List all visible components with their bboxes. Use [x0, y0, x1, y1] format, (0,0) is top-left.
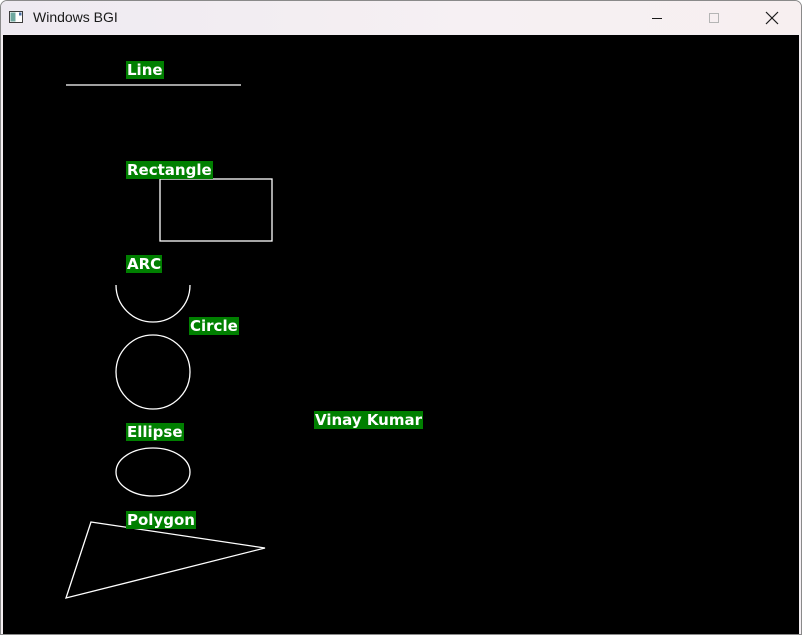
arc-label: ARC	[126, 255, 163, 273]
close-icon	[765, 11, 779, 24]
circle-shape	[115, 334, 191, 410]
line-label: Line	[126, 61, 164, 79]
minimize-button[interactable]	[628, 1, 686, 34]
polygon-shape	[65, 521, 266, 599]
ellipse-shape	[115, 447, 191, 497]
drawing-layer	[65, 84, 273, 599]
app-window-icon	[9, 11, 23, 23]
minimize-icon	[652, 17, 662, 19]
arc-shape	[115, 284, 191, 323]
maximize-button[interactable]	[685, 1, 743, 34]
author-label: Vinay Kumar	[314, 411, 424, 429]
window-title: Windows BGI	[33, 9, 118, 25]
ellipse-label: Ellipse	[126, 423, 184, 441]
rectangle-shape	[159, 178, 273, 242]
rectangle-label: Rectangle	[126, 161, 213, 179]
close-button[interactable]	[743, 1, 801, 34]
circle-label: Circle	[189, 317, 239, 335]
polygon-label: Polygon	[126, 511, 196, 529]
graphics-canvas: Line Rectangle ARC Circle Vinay Kumar El…	[3, 35, 799, 634]
title-bar[interactable]: Windows BGI	[1, 1, 801, 34]
maximize-icon	[709, 12, 719, 23]
